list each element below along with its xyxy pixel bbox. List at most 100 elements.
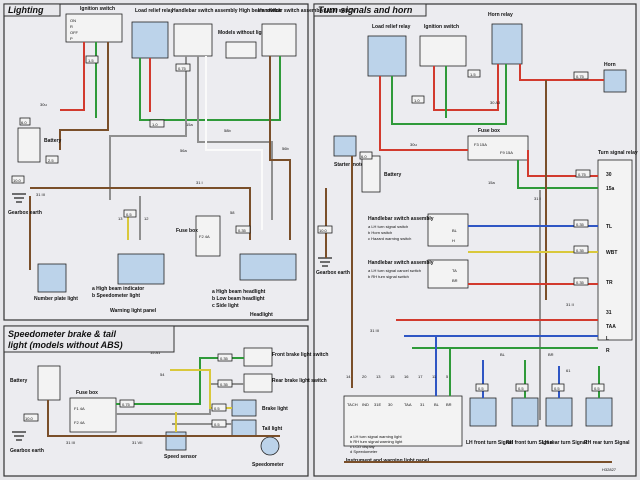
gauge-box-l7 (11, 175, 25, 184)
wire-brown-l2 (269, 56, 291, 240)
warning-light-panel (117, 253, 165, 285)
ts-wire-green-15a (517, 160, 598, 189)
ts-gauge-box-10 (551, 383, 565, 392)
tsr-r: R (606, 348, 610, 354)
sp-gauge-box-2 (217, 379, 233, 388)
gauge-l7: 10.0 (13, 178, 22, 183)
lbl-58b: 58b (224, 128, 231, 133)
sp-gauge-5: 0.75 (122, 402, 131, 407)
ts-bl: BL (500, 352, 506, 357)
legend-lb-headlight: b Low beam headlight (212, 296, 265, 302)
fuse-f1: F1 4A (74, 406, 85, 411)
ts-wire-green-1 (391, 64, 507, 125)
sp-gauge-6: 10.0 (25, 416, 34, 421)
horn-relay-label: Horn relay (488, 12, 513, 18)
sp-gauge-box-5 (119, 399, 135, 408)
ts-30a3: 30 A3 (490, 100, 501, 105)
speedometer-gauge (260, 436, 280, 456)
horn-label: Horn (604, 62, 616, 68)
lh-rear-label: LH rear turn Signal (542, 440, 588, 446)
lh-front-turn (469, 397, 497, 427)
sp-gauge-box-4 (211, 419, 227, 428)
ts-conn-17: 17 (418, 374, 423, 379)
gauge-box-l2 (85, 55, 99, 64)
fuse-box-ts-label: Fuse box (478, 128, 500, 134)
ts-wire-red-horn (519, 64, 604, 81)
ts-gauge-6: 10.0 (319, 228, 328, 233)
ts-gauge-box-3 (573, 277, 589, 286)
battery-ts-label: Battery (384, 172, 401, 178)
brake-light-label: Brake light (262, 406, 288, 412)
tsr-l: L (606, 336, 609, 342)
ts-gauge-5: 0.75 (578, 172, 587, 177)
handlebar-switch-ts-1 (427, 213, 469, 247)
ts-gauge-box-4 (573, 71, 589, 80)
fuse-f3: F3 15A (474, 142, 487, 147)
number-plate-light-label: Number plate light (34, 296, 78, 302)
high-beam-switch-label: Handlebar switch assembly High beam swit… (172, 8, 281, 14)
fuse-f2s: F2 4A (74, 420, 85, 425)
ts-gauge-3: 0.35 (576, 280, 585, 285)
ip-legend-c: c LCD display (350, 444, 375, 449)
starter-motor (333, 135, 357, 157)
sp-gauge-1: 0.35 (220, 356, 229, 361)
sp-31iii: 31 III (66, 440, 75, 445)
sp-gauge-4: 0.5 (214, 422, 220, 427)
fuse-f2-label: F2 4A (199, 234, 210, 239)
turn-signal-relay (597, 159, 633, 341)
hs2-b: b RH turn signal switch (368, 274, 409, 279)
turn-signal-relay-label: Turn signal relay (598, 150, 638, 156)
speedometer-title-line2: light (models without ABS) (8, 340, 123, 350)
hs1-b: b Horn switch (368, 230, 392, 235)
gauge-l1: 1.0 (152, 122, 158, 127)
warning-panel-label: Warning light panel (110, 308, 157, 314)
ts-gauge-box-2 (573, 245, 589, 254)
lbl-31iii: 31 III (36, 192, 45, 197)
tsr-15a: 15a (606, 186, 615, 192)
gauge-l4: 0.5 (126, 212, 132, 217)
ts-conn-11: 11 (432, 374, 437, 379)
ts-gauge-8: 0.5 (478, 386, 484, 391)
sp-54: 54 (160, 372, 165, 377)
ip-taa: TAA (404, 402, 412, 407)
speedometer-title-box (3, 325, 175, 353)
rear-brake-label: Rear brake light switch (272, 378, 327, 384)
ip-legend-d: d Speedometer (350, 449, 378, 454)
ignition-switch (65, 13, 123, 43)
ts-gauge-box-11 (591, 383, 605, 392)
light-switch-label: Handlebar switch assembly Light switch (258, 8, 354, 14)
tsr-tr: TR (606, 280, 613, 286)
ign-p: P (70, 36, 73, 41)
gnd-speedo (12, 431, 26, 441)
load-relief-relay-label: Load relief relay (135, 8, 174, 14)
ip-br: BR (446, 402, 452, 407)
fuse-box-lighting-label: Fuse box (176, 228, 198, 234)
ts-gauge-box-7 (359, 151, 373, 160)
models-without-switch (225, 41, 257, 59)
hs2-a: a LH turn signal cancel switch (368, 268, 421, 273)
sp-31vii: 31 VII (132, 440, 142, 445)
wire-green-l2 (139, 56, 281, 121)
sp-gauge-2: 0.35 (220, 382, 229, 387)
front-brake-switch (243, 347, 273, 367)
pin-12: 12 (144, 216, 149, 221)
ign-on: ON (70, 18, 76, 23)
starter-motor-label: Starter motor (334, 162, 366, 168)
gauge-l3: 0.75 (178, 66, 187, 71)
high-beam-switch (173, 23, 213, 57)
hs2-label: Handlebar switch assembly (368, 260, 434, 266)
sp-gauge-box-3 (211, 403, 227, 412)
sp-gauge-box-6 (23, 413, 39, 422)
brake-light (231, 399, 257, 417)
lighting-title: Lighting (8, 5, 44, 15)
ts-br: BR (548, 352, 554, 357)
ts-wire-red-30 (527, 150, 598, 177)
ts-sw-bl: BL (452, 228, 458, 233)
rh-front-label: RH front turn Signal (506, 440, 554, 446)
lbl-31i: 31 I (196, 180, 203, 185)
ts-sw-ta: TA (452, 268, 457, 273)
front-brake-label: Front brake light switch (272, 352, 328, 358)
ts-gauge-9: 0.5 (518, 386, 524, 391)
